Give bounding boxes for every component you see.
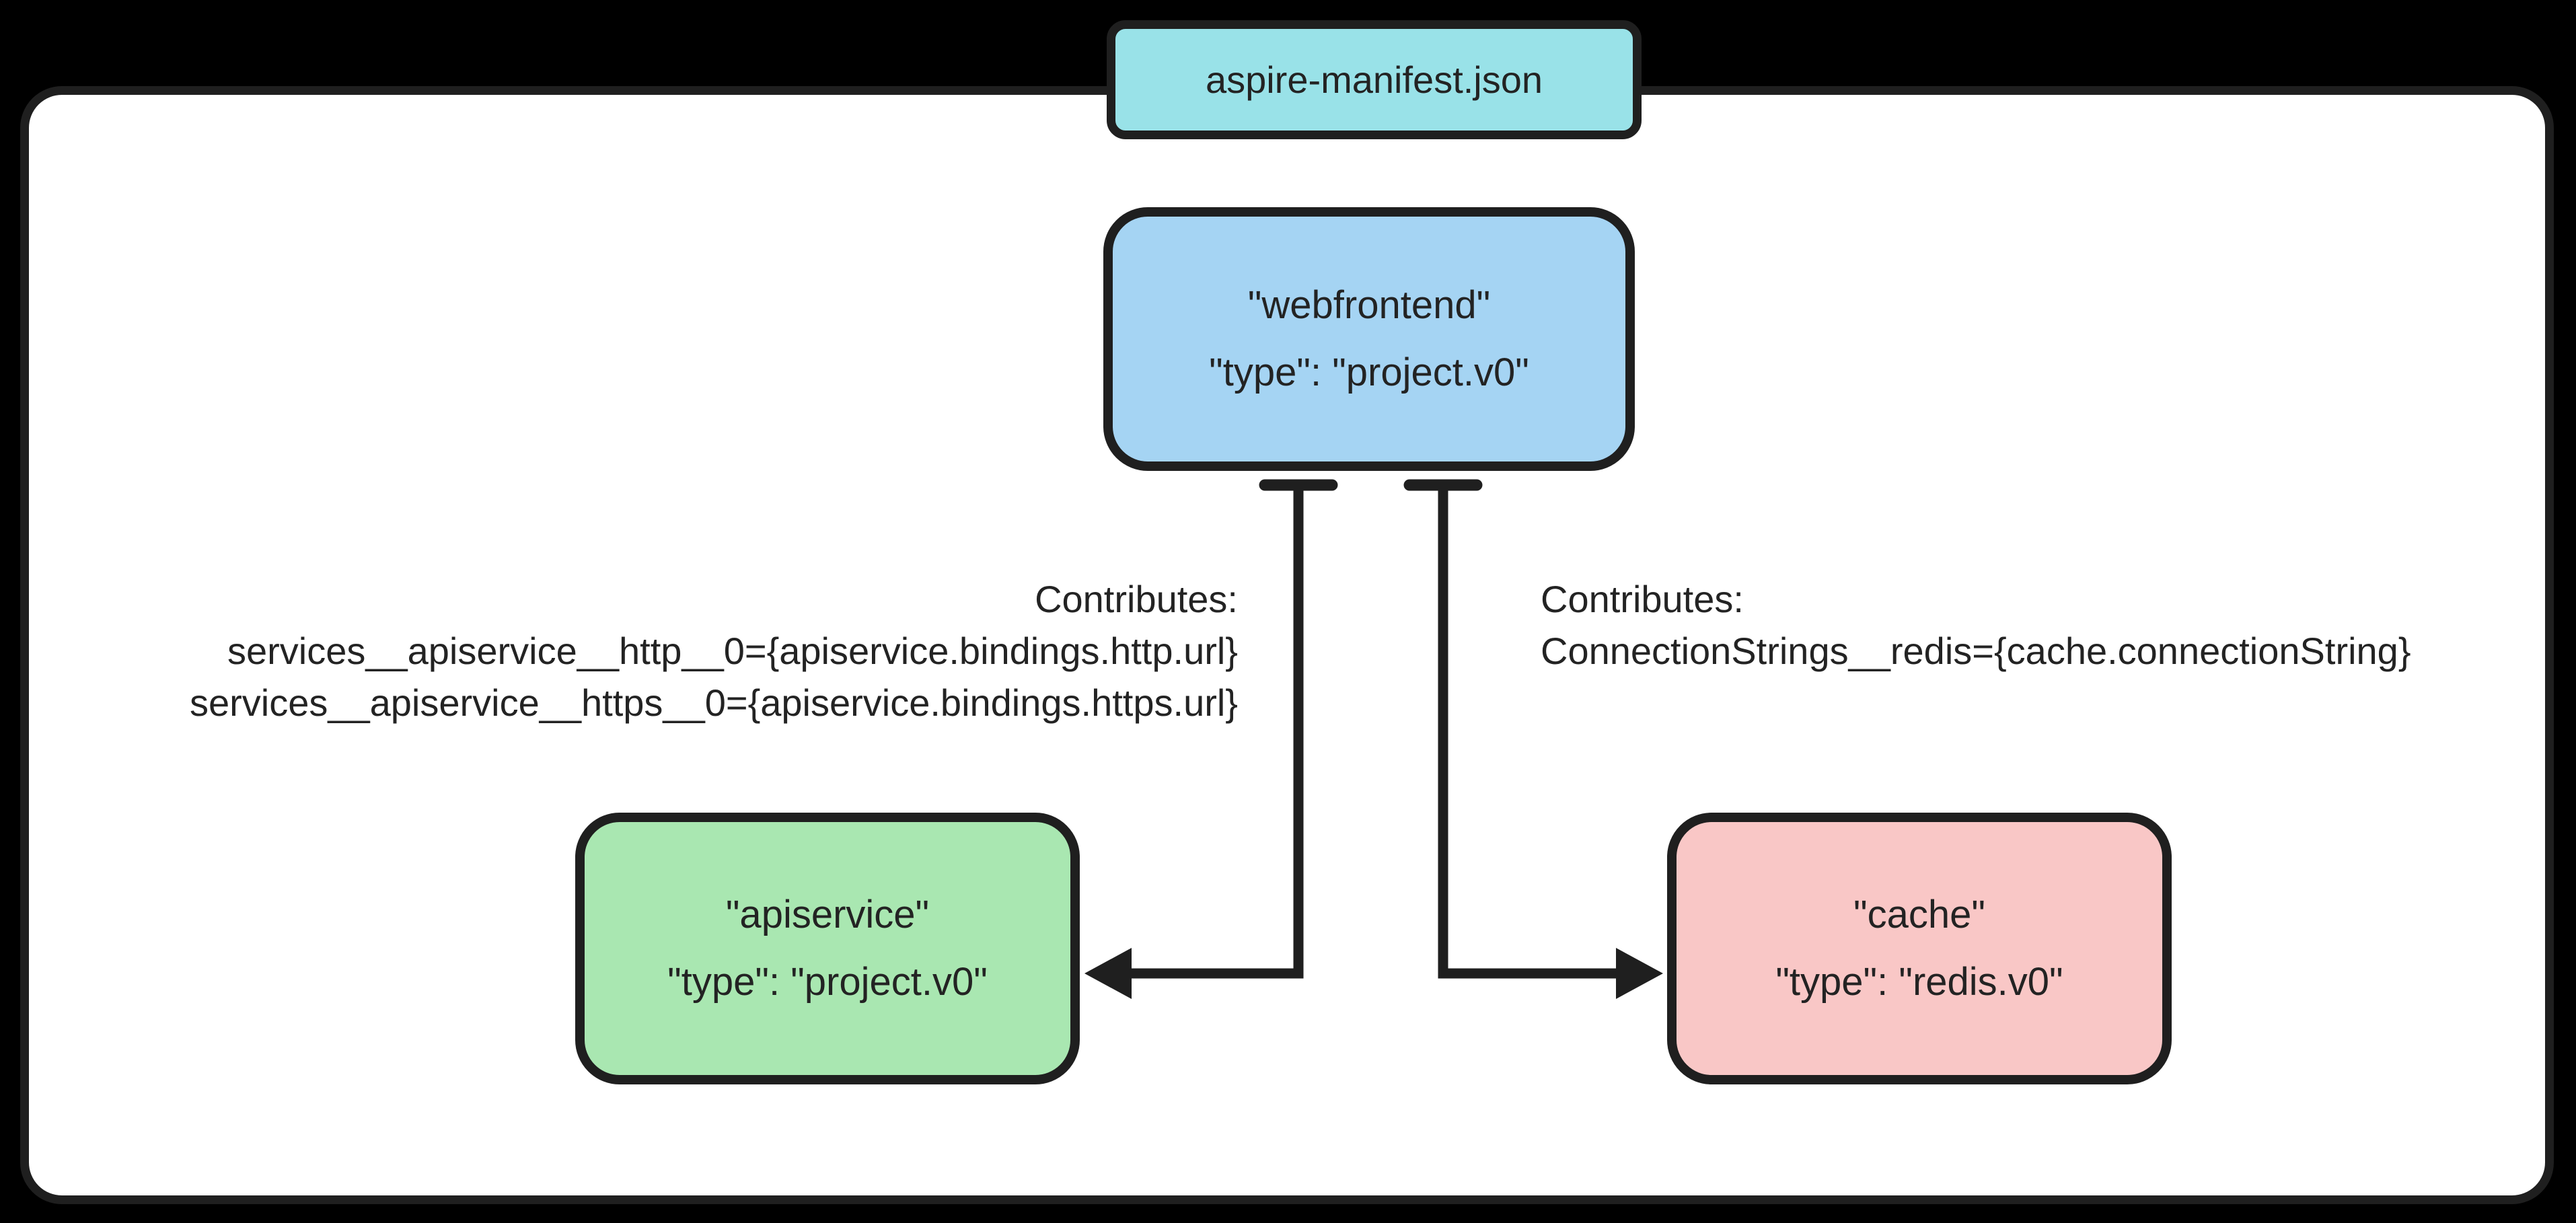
manifest-file-name: aspire-manifest.json: [1205, 59, 1543, 101]
node-apiservice: "apiservice" "type": "project.v0": [575, 813, 1080, 1084]
edge-webfrontend-cache: [1403, 479, 1663, 999]
edge-label-cache: Contributes: ConnectionStrings__redis={c…: [1541, 573, 2411, 677]
node-title: "webfrontend": [1247, 283, 1491, 327]
manifest-file-label: aspire-manifest.json: [1107, 20, 1642, 139]
edge-label-line: ConnectionStrings__redis={cache.connecti…: [1541, 630, 2411, 672]
edge-label-line: Contributes:: [1541, 578, 1744, 620]
edge-label-line: services__apiservice__https__0={apiservi…: [189, 681, 1238, 724]
node-title: "apiservice": [725, 893, 930, 936]
arrowhead: [1616, 948, 1663, 999]
edge-line: [1128, 485, 1304, 979]
edge-webfrontend-apiservice: [1084, 479, 1338, 999]
edge-label-line: services__apiservice__http__0={apiservic…: [227, 630, 1238, 672]
node-type: "type": "project.v0": [1209, 350, 1529, 394]
edge-label-line: Contributes:: [1035, 578, 1238, 620]
node-webfrontend: "webfrontend" "type": "project.v0": [1103, 207, 1635, 471]
node-title: "cache": [1853, 893, 1985, 936]
node-type: "type": "redis.v0": [1775, 960, 2063, 1004]
edge-line: [1438, 485, 1617, 979]
arrowhead: [1084, 948, 1132, 999]
node-cache: "cache" "type": "redis.v0": [1667, 813, 2172, 1084]
edge-label-apiservice: Contributes: services__apiservice__http_…: [190, 573, 1238, 729]
node-type: "type": "project.v0": [667, 960, 988, 1004]
